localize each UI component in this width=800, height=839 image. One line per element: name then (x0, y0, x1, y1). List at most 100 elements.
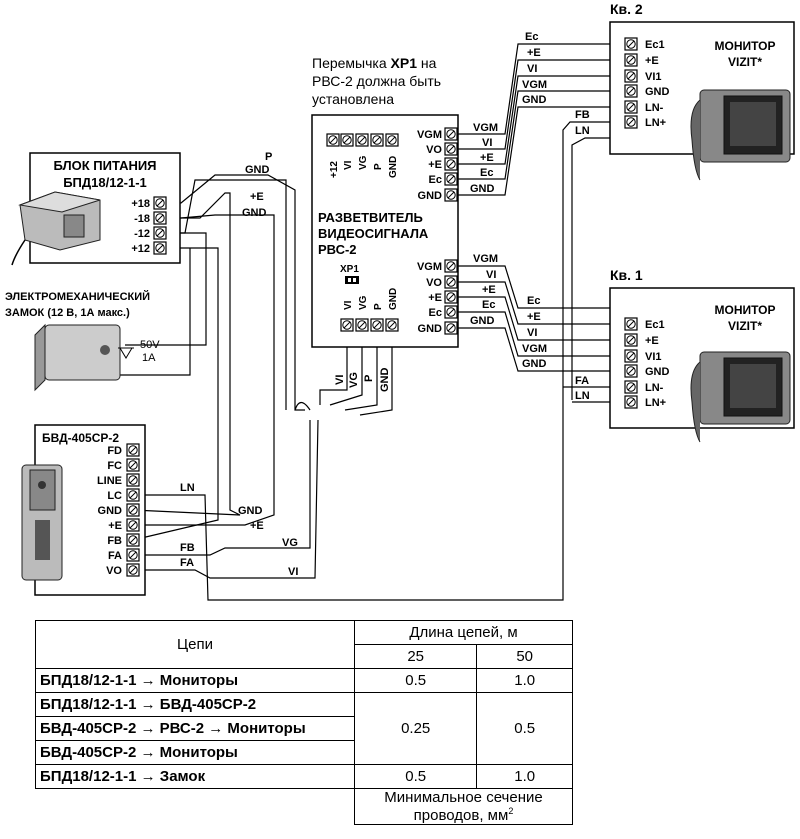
svg-text:P: P (373, 163, 384, 170)
splitter-top-terminals: +12 VI VG P GND (326, 133, 399, 178)
svg-text:GND: GND (418, 323, 443, 335)
svg-text:+E: +E (250, 520, 264, 532)
svg-text:GND: GND (388, 288, 399, 310)
monitor2-title2: VIZIT* (728, 55, 762, 69)
svg-text:LN: LN (575, 125, 590, 137)
table-row: БВД-405CP-2 → РВС-2 → Мониторы (35, 716, 573, 741)
svg-text:VGM: VGM (522, 343, 547, 355)
svg-text:LN-: LN- (645, 382, 664, 394)
svg-text:P: P (373, 303, 384, 310)
monitor2-title1: МОНИТОР (715, 39, 776, 53)
psu-terminals: +18 -18 -12 +12 (131, 196, 167, 255)
lock: ЭЛЕКТРОМЕХАНИЧЕСКИЙ ЗАМОК (12 В, 1А макс… (5, 290, 160, 392)
monitor-apt1: Кв. 1 МОНИТОР VIZIT* Ec1 +E VI1 GND LN- … (609, 267, 795, 443)
splitter-title1: РАЗВЕТВИТЕЛЬ (318, 210, 423, 225)
lock-title1: ЭЛЕКТРОМЕХАНИЧЕСКИЙ (5, 290, 150, 303)
svg-text:Ec: Ec (527, 295, 540, 307)
svg-text:-12: -12 (134, 228, 150, 240)
svg-text:VG: VG (358, 295, 369, 310)
svg-text:+E: +E (645, 335, 659, 347)
svg-text:Ec: Ec (482, 299, 495, 311)
splitter-bottom-terminals: VI VG P GND (340, 288, 399, 332)
svg-text:установлена: установлена (312, 91, 394, 107)
monitor2-device-icon (690, 89, 791, 181)
svg-text:LINE: LINE (97, 475, 122, 487)
svg-text:VGM: VGM (473, 253, 498, 265)
svg-text:+E: +E (250, 191, 264, 203)
svg-text:FA: FA (108, 550, 122, 562)
header-len1: 25 (353, 644, 478, 669)
svg-text:+E: +E (428, 159, 442, 171)
svg-text:LC: LC (107, 490, 122, 502)
svg-text:VI1: VI1 (645, 71, 662, 83)
splitter-rvs2: +12 VI VG P GND VGM VO +E Ec GND РАЗВЕТВ… (311, 114, 459, 348)
svg-text:GND: GND (379, 368, 391, 393)
splitter-out2-terminals: VGM VO +E Ec GND (417, 259, 458, 335)
svg-text:+E: +E (480, 152, 494, 164)
svg-text:VI: VI (343, 300, 354, 310)
svg-text:+E: +E (428, 292, 442, 304)
svg-text:VGM: VGM (417, 129, 442, 141)
svg-text:VGM: VGM (473, 122, 498, 134)
monitor2-terminals: Ec1 +E VI1 GND LN- LN+ (624, 37, 670, 129)
monitor1-title1: МОНИТОР (715, 303, 776, 317)
wire-labels: P GND +E GND Ec +E VI VGM GND VGM VI +E … (180, 31, 590, 578)
svg-text:Ec: Ec (480, 167, 493, 179)
footer-cell: Минимальное сечение проводов, мм2 (354, 788, 573, 825)
svg-text:VG: VG (282, 537, 298, 549)
svg-text:GND: GND (645, 366, 670, 378)
wires (120, 43, 625, 601)
svg-text:GND: GND (645, 86, 670, 98)
svg-text:GND: GND (470, 315, 495, 327)
svg-text:VI: VI (527, 327, 537, 339)
svg-text:GND: GND (242, 207, 267, 219)
table-row: БПД18/12-1-1 → Замок 0.5 1.0 (35, 764, 573, 789)
diode-icon (118, 347, 134, 359)
header-length: Длина цепей, м (354, 620, 573, 645)
svg-text:GND: GND (470, 183, 495, 195)
svg-text:Перемычка XP1 на: Перемычка XP1 на (312, 55, 437, 71)
wiring-diagram: Кв. 2 МОНИТОР VIZIT* Ec1 +E VI1 GND LN- … (5, 1, 795, 601)
door-panel: БВД-405CP-2 FD FC LINE LC GND +E FB FA V… (21, 424, 146, 596)
svg-text:Ec: Ec (525, 31, 538, 43)
svg-text:GND: GND (522, 358, 547, 370)
svg-text:FD: FD (107, 445, 122, 457)
svg-text:VO: VO (106, 565, 122, 577)
jumper-note: Перемычка XP1 на РВС-2 должна быть устан… (312, 55, 441, 107)
svg-text:FB: FB (575, 109, 590, 121)
panel-title: БВД-405CP-2 (42, 431, 119, 445)
svg-text:FB: FB (107, 535, 122, 547)
psu-device-icon (11, 191, 101, 266)
svg-text:VI: VI (482, 137, 492, 149)
svg-text:GND: GND (238, 505, 263, 517)
table-row: БПД18/12-1-1 → Мониторы 0.5 1.0 (35, 668, 573, 693)
monitor1-title2: VIZIT* (728, 319, 762, 333)
svg-text:FA: FA (575, 375, 589, 387)
power-supply: БЛОК ПИТАНИЯ БПД18/12-1-1 +18 -18 -12 +1… (11, 152, 181, 266)
svg-text:VO: VO (426, 277, 442, 289)
svg-text:+E: +E (645, 55, 659, 67)
svg-text:1A: 1A (142, 352, 156, 364)
svg-text:VI1: VI1 (645, 351, 662, 363)
monitor1-terminals: Ec1 +E VI1 GND LN- LN+ (624, 317, 670, 409)
svg-text:Ec1: Ec1 (645, 39, 665, 51)
svg-text:+E: +E (527, 311, 541, 323)
svg-text:Ec: Ec (429, 174, 442, 186)
svg-text:+18: +18 (131, 198, 150, 210)
svg-text:GND: GND (98, 505, 123, 517)
lock-title2: ЗАМОК (12 В, 1А макс.) (5, 307, 130, 319)
svg-text:GND: GND (388, 156, 399, 178)
svg-text:LN-: LN- (645, 102, 664, 114)
jumper-xp1: XP1 (340, 264, 359, 284)
splitter-out1-terminals: VGM VO +E Ec GND (417, 127, 458, 202)
svg-text:+E: +E (527, 47, 541, 59)
svg-text:VI: VI (343, 160, 354, 170)
svg-text:VI: VI (288, 566, 298, 578)
svg-text:Ec: Ec (429, 307, 442, 319)
svg-text:GND: GND (245, 164, 270, 176)
splitter-title3: РВС-2 (318, 242, 357, 257)
svg-text:-18: -18 (134, 213, 150, 225)
svg-text:+E: +E (108, 520, 122, 532)
header-len2: 50 (476, 644, 573, 669)
panel-terminals: FD FC LINE LC GND +E FB FA VO (97, 443, 140, 577)
